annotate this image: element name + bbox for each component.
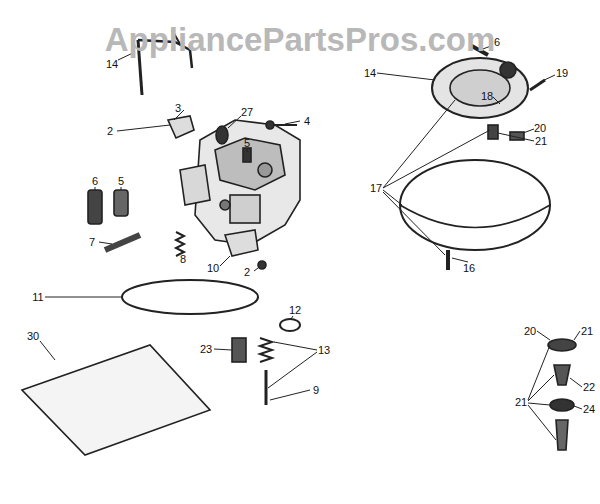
- callout-number: 7: [89, 236, 95, 248]
- callout-number: 10: [207, 262, 219, 274]
- callout-number: 21: [581, 325, 593, 337]
- watermark: AppliancePartsPros.com: [105, 22, 496, 58]
- callout-number: 5: [244, 137, 250, 149]
- callout-number: 6: [494, 36, 500, 48]
- callout-number: 11: [32, 291, 43, 303]
- callout-number: 30: [27, 330, 39, 342]
- callout-number: 5: [118, 175, 124, 187]
- callout-number: 13: [318, 344, 330, 356]
- callout-number: 21: [515, 396, 527, 408]
- callout-number: 23: [200, 343, 212, 355]
- callout-number: 9: [313, 384, 319, 396]
- callout-number: 2: [244, 266, 250, 278]
- callout-number: 2: [107, 125, 113, 137]
- callout-number: 22: [583, 381, 595, 393]
- callout-number: 12: [289, 304, 301, 316]
- callout-number: 3: [175, 102, 181, 114]
- callout-number: 19: [556, 67, 568, 79]
- callout-number: 24: [583, 403, 595, 415]
- callout-number: 21: [535, 135, 547, 147]
- callout-number: 8: [180, 253, 186, 265]
- callout-number: 20: [524, 325, 536, 337]
- callout-number: 4: [304, 115, 310, 127]
- callout-number: 16: [463, 262, 475, 274]
- callout-number: 6: [92, 175, 98, 187]
- callout-number: 20: [534, 122, 546, 134]
- callout-number: 27: [241, 106, 253, 118]
- callout-number: 18: [481, 90, 493, 102]
- callout-number: 14: [106, 58, 118, 70]
- callout-number: 17: [370, 182, 382, 194]
- callout-number: 14: [364, 67, 376, 79]
